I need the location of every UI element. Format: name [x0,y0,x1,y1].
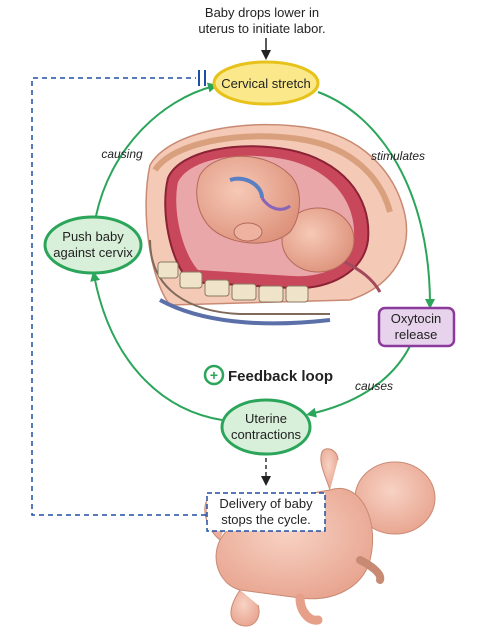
node-uterine-contractions: Uterine contractions [220,398,312,456]
node-oxytocin-release: Oxytocin release [377,306,456,348]
arrow-causes [306,345,411,418]
arrow-uterine-to-push [90,271,223,421]
loop-arrows [90,82,435,421]
edge-label-causing: causing [101,147,143,161]
node-push-baby: Push baby against cervix [43,215,143,275]
oxytocin-label-line2: release [395,327,438,342]
delivery-label-line2: stops the cycle. [221,512,311,527]
cervical-stretch-label: Cervical stretch [221,76,311,91]
node-delivery: Delivery of baby stops the cycle. [206,492,326,532]
push-baby-label-line1: Push baby [62,229,124,244]
feedback-loop-label: Feedback loop [228,368,333,385]
arrow-stimulates [317,91,435,309]
inhibition-dashed-line [31,77,206,516]
plus-circle-icon [203,364,225,386]
fetus-figure [196,155,355,273]
node-cervical-stretch: Cervical stretch [212,60,320,106]
uterine-label-line1: Uterine [245,411,287,426]
uterine-label-line2: contractions [231,427,302,442]
feedback-loop-title: + Feedback loop [203,364,333,386]
push-baby-label-line2: against cervix [53,245,133,260]
newborn-baby-illustration [204,448,436,627]
labor-cross-section-illustration [145,123,408,326]
inhibition-bar-icon [198,70,206,86]
oxytocin-label-line1: Oxytocin [391,311,442,326]
arrow-causing [95,82,218,217]
top-note-line2: uterus to initiate labor. [198,21,325,36]
edge-label-stimulates: stimulates [371,149,425,163]
edge-label-causes: causes [355,379,393,393]
top-note-line1: Baby drops lower in [205,5,319,20]
plus-sign: + [210,367,218,383]
delivery-label-line1: Delivery of baby [219,496,313,511]
